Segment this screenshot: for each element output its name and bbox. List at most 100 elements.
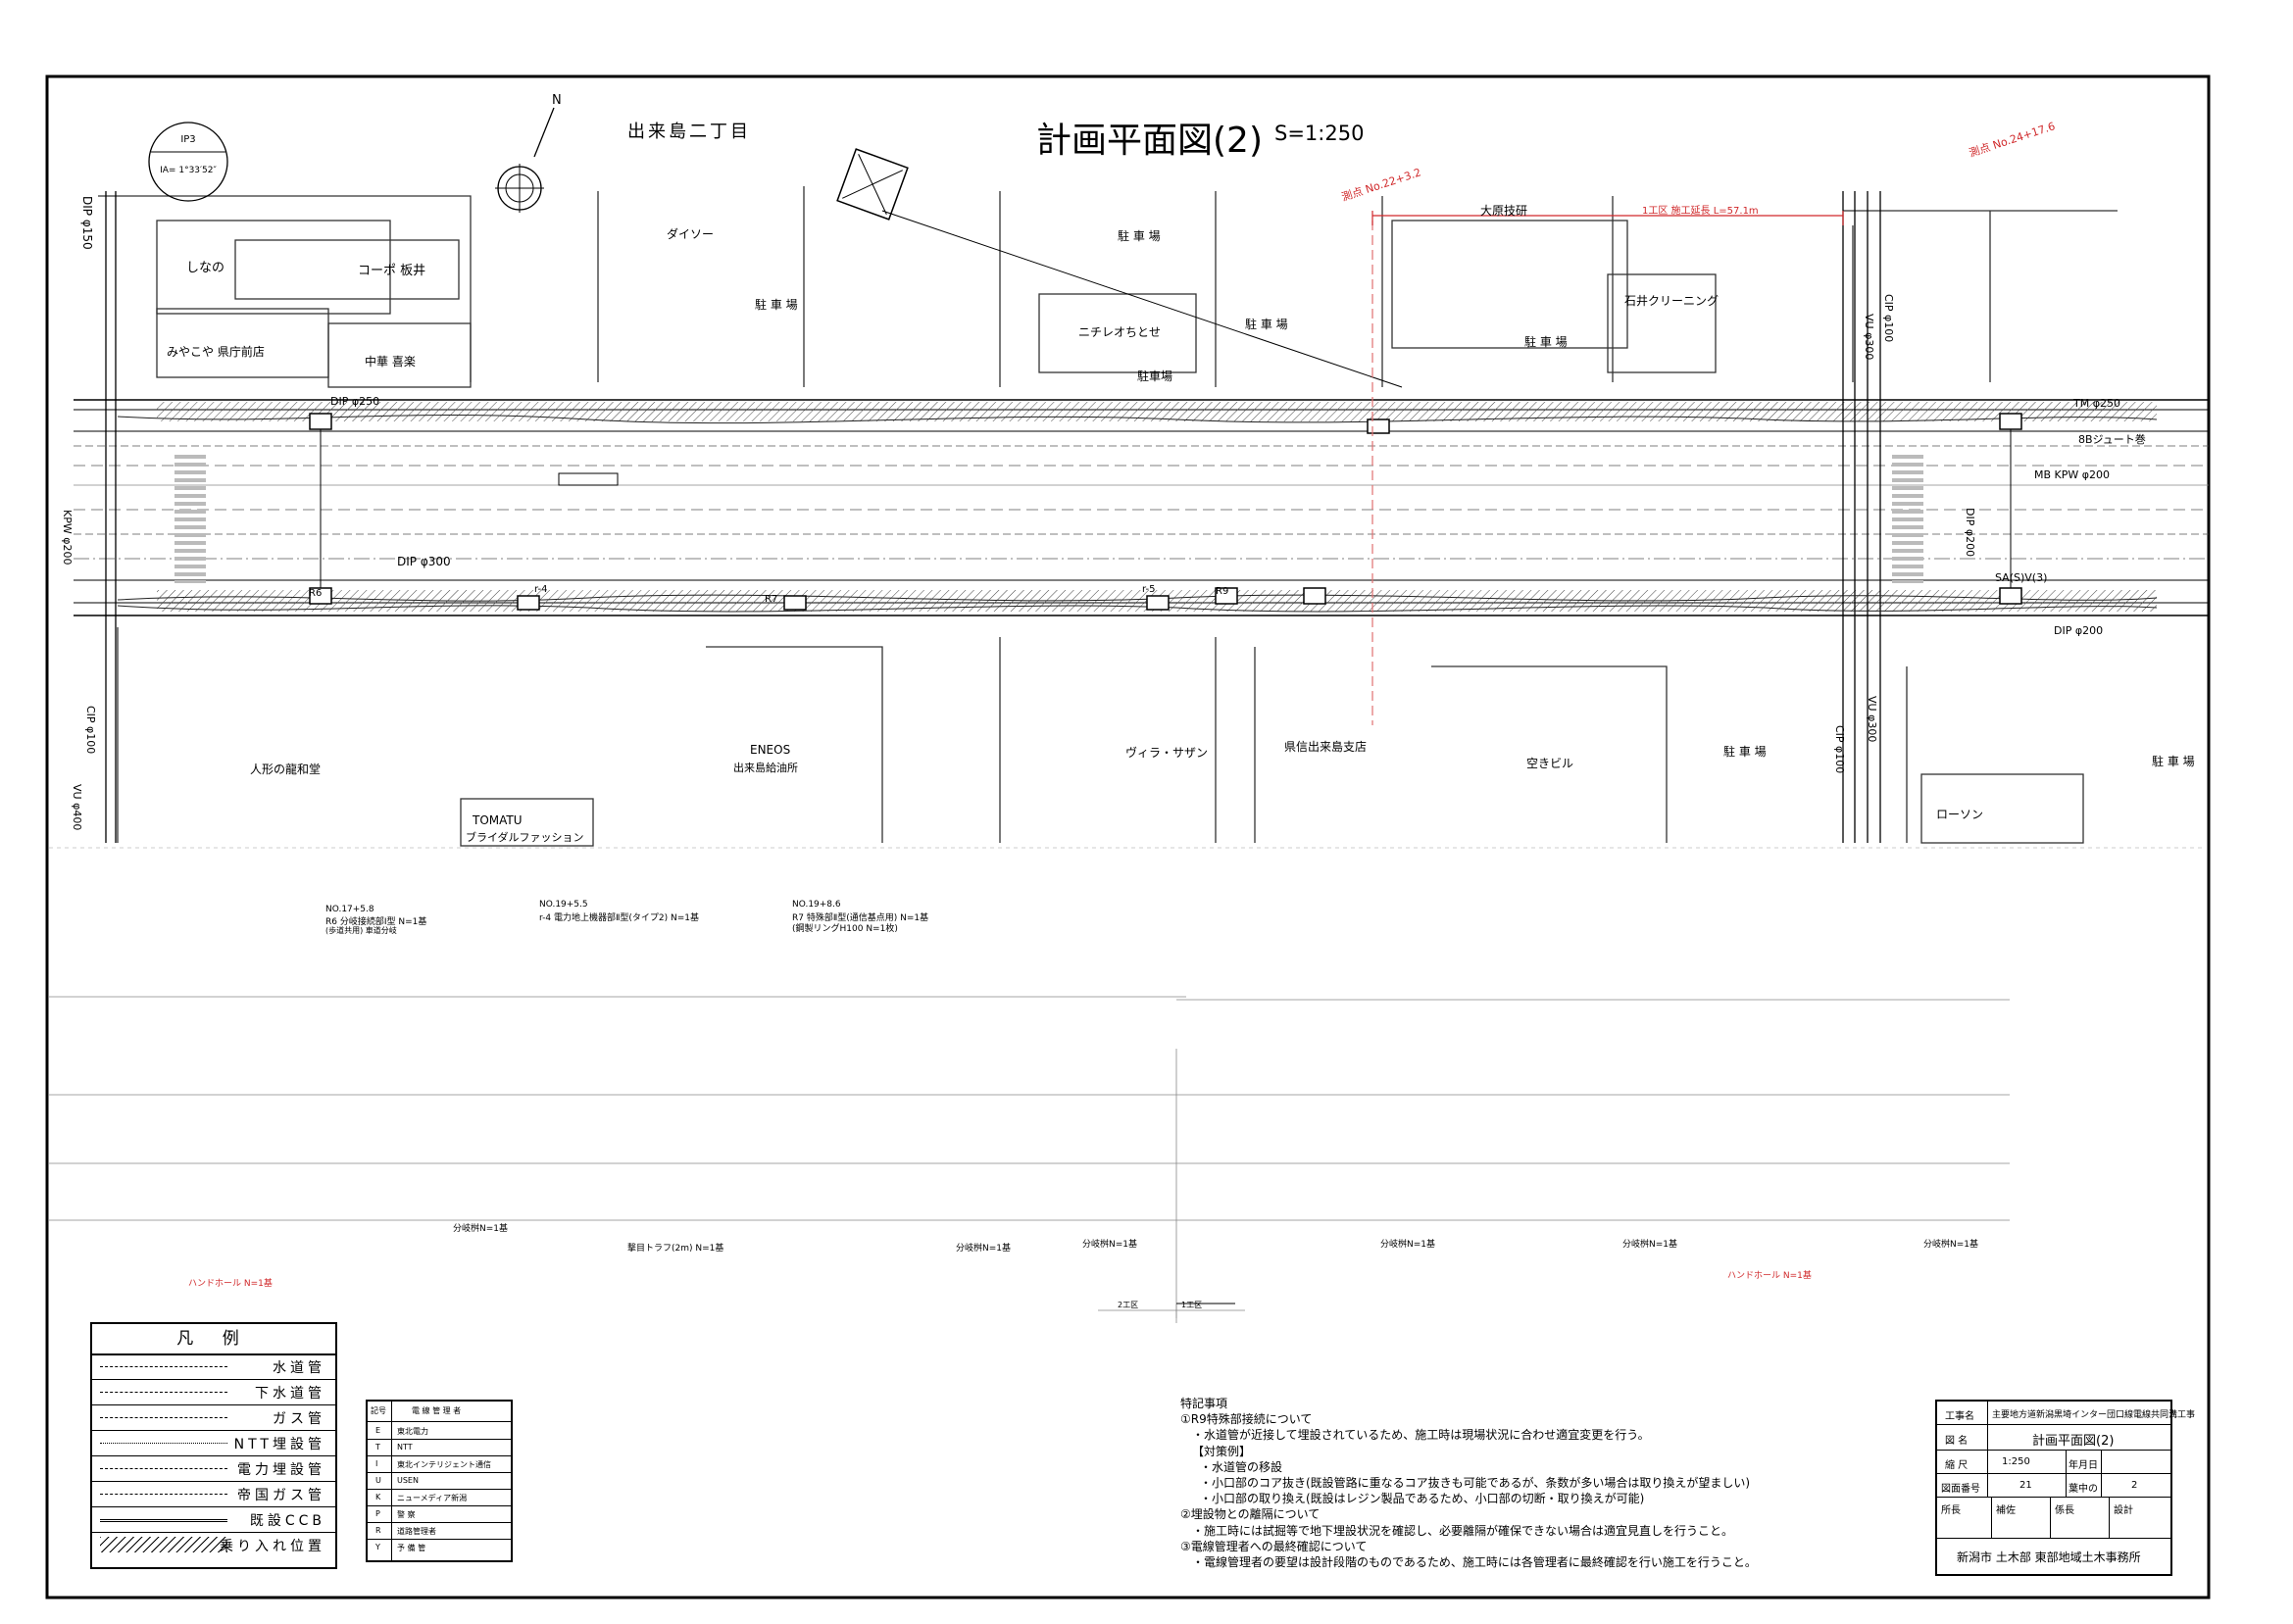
pipe-label: KPW φ200 xyxy=(61,510,74,566)
owner-row: I 東北インテリジェント通信 xyxy=(368,1455,511,1473)
legend-label: 帝国ガス管 xyxy=(237,1488,325,1503)
owner-code: K xyxy=(375,1493,381,1501)
tb-project-label: 工事名 xyxy=(1945,1411,1974,1422)
tb-date-cell xyxy=(2102,1451,2170,1474)
pipe-label: DIP φ300 xyxy=(397,555,451,568)
schedule-note: NO.19+5.5 xyxy=(539,900,588,910)
schedule-note: 分岐桝N=1基 xyxy=(1622,1240,1677,1250)
schedule-lines xyxy=(49,996,2010,1323)
pipe-label: DIP φ200 xyxy=(2054,624,2104,637)
pipe-label: VU φ300 xyxy=(1863,314,1875,361)
structure-label: R6 xyxy=(309,588,323,599)
note-line: ・小口部の取り換え(既設はレジン製品であるため、小口部の切断・取り換えが可能) xyxy=(1200,1492,1645,1506)
survey-ip: IP3 xyxy=(180,134,195,145)
tb-number-label-cell: 図面番号 xyxy=(1937,1474,1988,1498)
building-label: 駐 車 場 xyxy=(1245,318,1288,331)
legend-row: 乗り入れ位置 xyxy=(92,1533,335,1557)
legend-line xyxy=(100,1494,227,1495)
building-label: 駐 車 場 xyxy=(1723,745,1767,759)
owner-code: I xyxy=(375,1459,378,1468)
owner-code: Y xyxy=(375,1543,380,1551)
kouku-2-label: 2工区 xyxy=(1118,1301,1139,1309)
structure-label: R7 xyxy=(765,594,778,605)
note-line: ・水道管が近接して埋設されているため、施工時は現場状況に合わせ適宜変更を行う。 xyxy=(1192,1428,1650,1443)
schedule-note: ハンドホール N=1基 xyxy=(188,1279,273,1289)
tb-role: 所長 xyxy=(1941,1505,1961,1516)
owner-name: 道路管理者 xyxy=(397,1527,436,1536)
building-label: 石井クリーニング xyxy=(1624,294,1720,308)
schedule-note: 分岐桝N=1基 xyxy=(1923,1240,1978,1250)
legend-row: 電力埋設管 xyxy=(92,1456,335,1482)
pipe-label: CIP φ100 xyxy=(84,706,97,755)
legend-label: 下水道管 xyxy=(255,1386,325,1402)
building-label: 大原技研 xyxy=(1480,204,1528,218)
schedule-note: NO.19+8.6 xyxy=(792,900,841,910)
building-label: 県信出来島支店 xyxy=(1284,740,1368,754)
pipe-label: CIP φ100 xyxy=(1833,725,1846,774)
structure-label: SA(S)V(3) xyxy=(1995,571,2048,584)
legend-label: 乗り入れ位置 xyxy=(220,1539,325,1554)
note-line: ②埋設物との離隔について xyxy=(1180,1507,1321,1522)
building-label: ENEOS xyxy=(750,743,791,757)
pipe-label: 8Bジュート巻 xyxy=(2078,433,2146,446)
tb-role-cell: 設計 xyxy=(2110,1498,2170,1539)
building-label: 駐 車 場 xyxy=(1118,229,1161,243)
legend-row: 水道管 xyxy=(92,1354,335,1380)
owner-name: 予 備 管 xyxy=(397,1544,426,1552)
north-label: N xyxy=(552,93,562,108)
pipe-label: DIP φ200 xyxy=(1964,508,1976,558)
sokuten-2: 測点 No.24+17.6 xyxy=(1968,119,2057,160)
owner-table-header: 記号 電 線 管 理 者 xyxy=(368,1402,511,1422)
owner-name: 東北インテリジェント通信 xyxy=(397,1460,491,1469)
schedule-note: 分岐桝N=1基 xyxy=(1082,1240,1137,1250)
pipe-label: DIP φ150 xyxy=(80,196,94,250)
building-label: ブライダルファッション xyxy=(466,831,584,844)
structure-label: r-4 xyxy=(534,584,548,595)
schedule-note: (歩道共用) 車道分岐 xyxy=(325,926,397,935)
legend-line xyxy=(100,1392,227,1393)
tb-date-label: 年月日 xyxy=(2069,1460,2098,1471)
note-line: ・小口部のコア抜き(既設管路に重なるコア抜きも可能であるが、条数が多い場合は取り… xyxy=(1200,1476,1751,1491)
legend-title: 凡 例 xyxy=(92,1324,335,1355)
schedule-note: NO.17+5.8 xyxy=(325,905,374,914)
survey-circle xyxy=(148,122,228,202)
tb-project-label-cell: 工事名 xyxy=(1937,1402,1988,1425)
legend-label: 電力埋設管 xyxy=(237,1462,325,1478)
owner-head-name: 電 線 管 理 者 xyxy=(412,1406,462,1415)
pipe-label: TM φ250 xyxy=(2073,397,2120,410)
schedule-note: 分岐桝N=1基 xyxy=(453,1224,508,1234)
building-label: ヴィラ・サザン xyxy=(1125,746,1209,760)
tb-of-label: 葉中の xyxy=(2069,1484,2098,1495)
legend-line xyxy=(100,1417,227,1418)
monument-square xyxy=(836,148,909,221)
owner-head-code: 記号 xyxy=(371,1406,386,1415)
tb-drawing-label-cell: 図 名 xyxy=(1937,1425,1988,1451)
tb-role-cell: 所長 xyxy=(1937,1498,1992,1539)
schedule-note: ハンドホール N=1基 xyxy=(1727,1271,1812,1281)
schedule-note: 分岐桝N=1基 xyxy=(956,1244,1011,1254)
legend-label: ガス管 xyxy=(273,1411,325,1427)
legend: 凡 例 水道管 下水道管 ガス管 NTT埋設管 電力埋設管 帝国ガス管 既設CC… xyxy=(90,1322,337,1569)
tb-number-cell: 21 xyxy=(1988,1474,2067,1498)
schedule-note: (鋼製リングH100 N=1枚) xyxy=(792,924,898,934)
diagonal-line xyxy=(881,210,1403,388)
tb-project-cell: 主要地方道新潟黒埼インター団口線電線共同溝工事 xyxy=(1988,1402,2195,1425)
building-label: ローソン xyxy=(1936,808,1984,821)
title-block: 工事名 主要地方道新潟黒埼インター団口線電線共同溝工事 図 名 計画平面図(2)… xyxy=(1935,1400,2195,1576)
legend-label: 水道管 xyxy=(273,1360,325,1376)
legend-label: 既設CCB xyxy=(249,1513,325,1529)
owner-code: U xyxy=(375,1476,381,1485)
building-label: 人形の龍和堂 xyxy=(250,763,322,776)
kouku-label: 1工区 施工延長 L=57.1m xyxy=(1642,204,1759,217)
tb-drawing: 計画平面図(2) xyxy=(2032,1434,2115,1449)
pipe-label: VU φ400 xyxy=(71,784,83,831)
owner-col-divider xyxy=(391,1402,392,1560)
schedule-note: R6 分岐接続部Ⅰ型 N=1基 xyxy=(325,917,427,927)
note-line: ・電線管理者の要望は設計段階のものであるため、施工時には各管理者に最終確認を行い… xyxy=(1192,1555,1757,1570)
